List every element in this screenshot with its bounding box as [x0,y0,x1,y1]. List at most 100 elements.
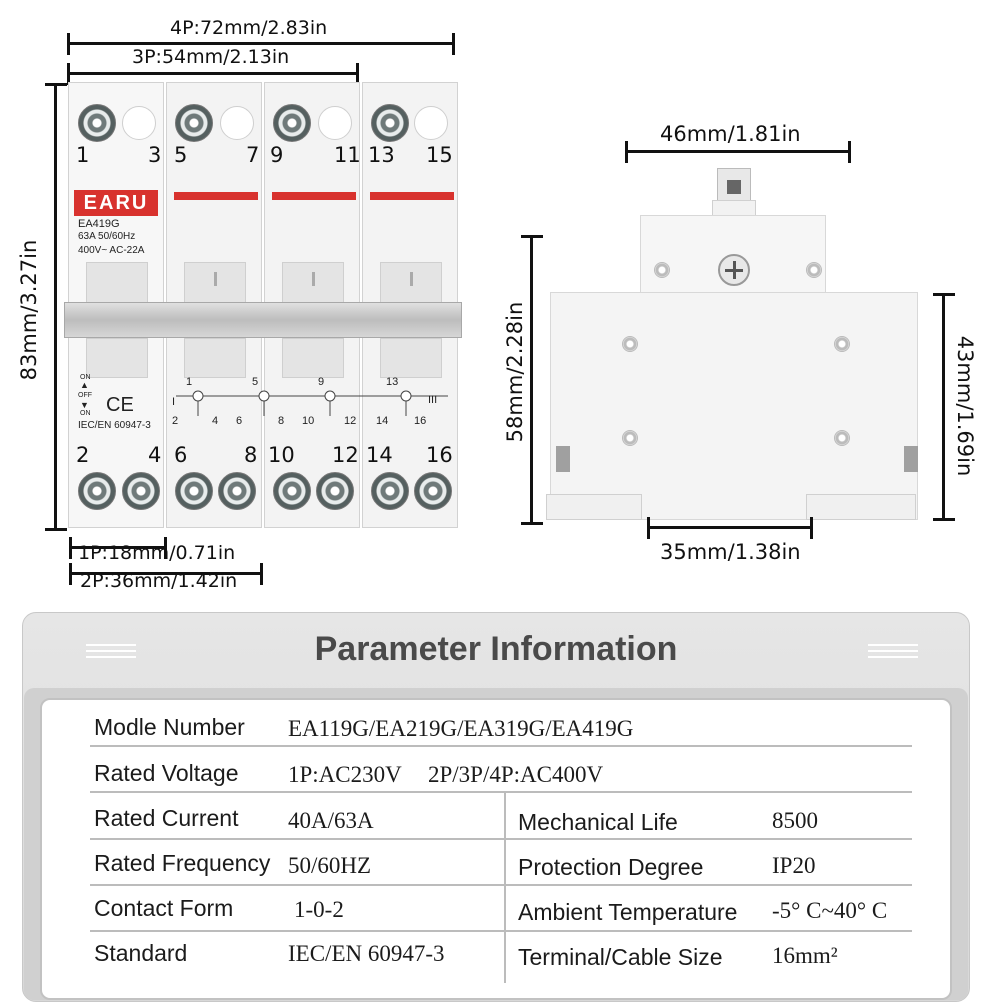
terminal-screw [175,104,213,142]
schematic-top-label: 9 [318,376,325,388]
terminal-screw [371,472,409,510]
dimension-line-1p [69,537,167,559]
din-rail-foot [546,494,642,520]
param-label: Modle Number [94,714,245,740]
knob-mark-icon [727,180,741,194]
param-label: Rated Voltage [94,760,239,786]
schematic-top-label: 5 [252,376,259,388]
param-label: Mechanical Life [518,809,678,835]
brand-logo: EARU [74,190,158,216]
ce-mark: CE [106,394,134,416]
param-label: Protection Degree [518,854,704,880]
dimension-label-3p: 3P:54mm/2.13in [132,46,290,68]
side-tab [904,446,918,472]
dimension-line-side-bottom [647,517,813,539]
window-slot [214,272,217,286]
terminal-number: 13 [368,143,395,167]
terminal-number: 7 [246,143,260,167]
terminal-number: 1 [76,143,90,167]
terminal-screw [273,472,311,510]
standard-label: IEC/EN 60947-3 [78,420,151,431]
pole-window-lower [380,338,442,378]
param-value: IEC/EN 60947-3 [288,941,445,966]
side-tab [556,446,570,472]
switch-schematic [176,390,448,416]
window-slot [410,272,413,286]
terminal-hole [122,106,156,140]
dimension-line-4p [67,33,455,55]
title-decoration-right [868,640,918,662]
param-value: 8500 [772,808,818,833]
dimension-label-side-bottom: 35mm/1.38in [660,540,801,564]
dimension-label-side-height: 58mm/2.28in [503,301,527,443]
param-value: 1P:AC230V [288,762,402,787]
rivet [834,430,850,446]
param-label: Terminal/Cable Size [518,944,723,970]
param-value: 40A/63A [288,808,374,833]
terminal-hole [220,106,254,140]
dimension-label-side-top: 46mm/1.81in [660,122,801,146]
param-value: EA119G/EA219G/EA319G/EA419G [288,716,634,741]
schematic-bottom-label: 4 [212,415,219,427]
schematic-top-label: 1 [186,376,193,388]
param-value: -5° C~40° C [772,898,888,923]
param-value: 16mm² [772,943,838,968]
pole-red-bar [272,192,356,200]
switch-handle-bar [64,302,462,338]
terminal-hole [414,106,448,140]
param-value: 50/60HZ [288,853,372,878]
dimension-label-side-body: 43mm/1.69in [953,335,977,477]
param-value: 2P/3P/4P:AC400V [428,762,604,787]
table-divider [90,930,912,932]
rivet [834,336,850,352]
parameter-title: Parameter Information [314,630,678,668]
schematic-bottom-label: 10 [302,415,315,427]
table-divider [90,791,912,793]
on-label: ON [80,374,91,381]
pole-red-bar [370,192,454,200]
param-label: Standard [94,940,188,966]
terminal-number: 3 [148,143,162,167]
off-label: OFF [78,392,92,399]
terminal-number: 15 [426,143,453,167]
rivet [654,262,670,278]
table-divider [90,838,912,840]
param-label: Contact Form [94,895,234,921]
schematic-bottom-label: 16 [414,415,427,427]
schematic-mark-right: III [428,394,438,406]
terminal-number: 10 [268,443,295,467]
dimension-line-3p [67,63,359,85]
rivet [622,336,638,352]
window-slot [312,272,315,286]
schematic-mark-left: I [172,396,176,408]
pole-window-lower [282,338,344,378]
rivet [622,430,638,446]
rivet [806,262,822,278]
pole-window-lower [86,338,148,378]
title-decoration-left [86,640,136,662]
dimension-line-side-height [521,235,543,525]
terminal-number: 14 [366,443,393,467]
terminal-number: 16 [426,443,453,467]
param-label: Rated Current [94,805,239,831]
param-value: 1-0-2 [294,897,344,922]
table-divider [90,884,912,886]
param-label: Ambient Temperature [518,899,738,925]
table-divider [90,745,912,747]
dimension-line-side-top [625,141,851,163]
dimension-label-4p: 4P:72mm/2.83in [170,17,328,39]
terminal-number: 8 [244,443,258,467]
terminal-number: 4 [148,443,162,467]
on2-label: ON [80,410,91,417]
terminal-screw [175,472,213,510]
schematic-bottom-label: 14 [376,415,389,427]
terminal-screw [78,472,116,510]
dimension-line-2p [69,563,263,585]
terminal-screw [122,472,160,510]
terminal-number: 5 [174,143,188,167]
dimension-label-height: 83mm/3.27in [17,239,41,381]
terminal-number: 9 [270,143,284,167]
model-label: EA419G [78,218,120,230]
terminal-screw [273,104,311,142]
schematic-bottom-label: 8 [278,415,285,427]
